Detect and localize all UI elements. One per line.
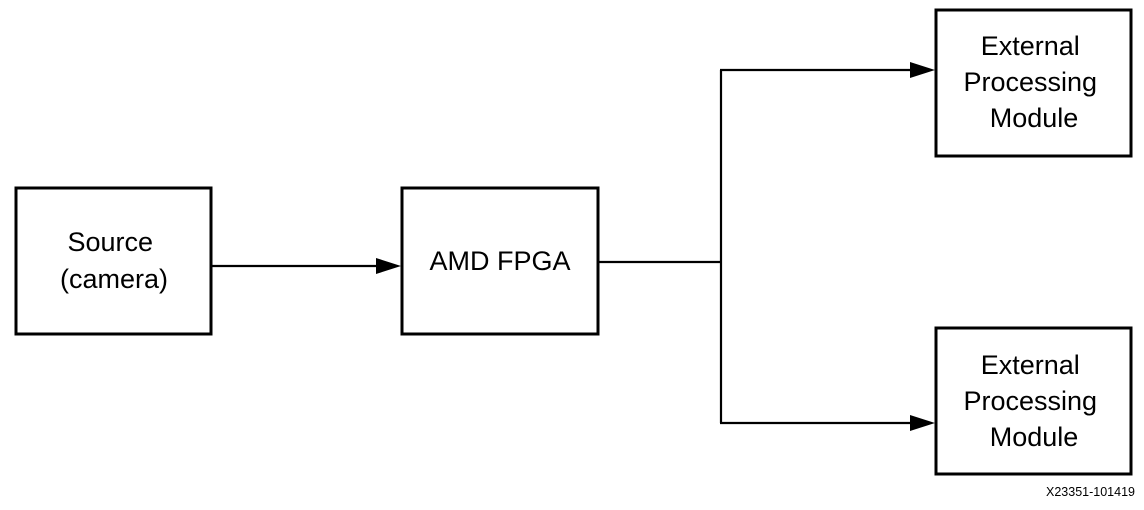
source-camera-label-line-2: (camera) — [60, 264, 168, 294]
external-processing-module-top-label-line-2: Processing — [963, 67, 1097, 97]
arrowhead-to-external-top-icon — [910, 62, 935, 78]
figure-id-label: X23351-101419 — [1046, 485, 1135, 499]
amd-fpga-box — [400, 186, 600, 336]
amd-fpga-label-line-1: AMD FPGA — [429, 246, 570, 276]
source-camera-label-line-1: Source — [67, 227, 153, 257]
external-processing-module-bottom-box — [934, 326, 1133, 476]
connector-fpga-split — [598, 70, 723, 423]
arrowhead-to-external-bottom-icon — [910, 415, 935, 431]
amd-fpga-label: AMD FPGA — [429, 246, 570, 276]
connector-fpga-to-external-bottom — [720, 415, 935, 431]
source-camera-node: Source (camera) — [14, 186, 213, 336]
external-processing-module-top-node: External Processing Module — [934, 8, 1133, 158]
external-processing-module-top-label-line-3: Module — [990, 103, 1079, 133]
external-processing-module-bottom-label-line-1: External — [981, 350, 1080, 380]
external-processing-module-bottom-label: External Processing Module — [963, 350, 1104, 452]
connector-source-to-fpga — [211, 258, 401, 274]
external-processing-module-top-label: External Processing Module — [963, 31, 1104, 133]
external-processing-module-bottom-node: External Processing Module — [934, 326, 1133, 476]
connector-fpga-to-external-top — [720, 62, 935, 78]
external-processing-module-top-label-line-1: External — [981, 31, 1080, 61]
external-processing-module-bottom-label-line-3: Module — [990, 422, 1079, 452]
amd-fpga-node: AMD FPGA — [400, 186, 600, 336]
external-processing-module-top-box — [934, 8, 1133, 158]
source-camera-label: Source (camera) — [60, 227, 168, 294]
external-processing-module-bottom-label-line-2: Processing — [963, 386, 1097, 416]
arrowhead-to-fpga-icon — [376, 258, 401, 274]
source-camera-box — [14, 186, 213, 336]
